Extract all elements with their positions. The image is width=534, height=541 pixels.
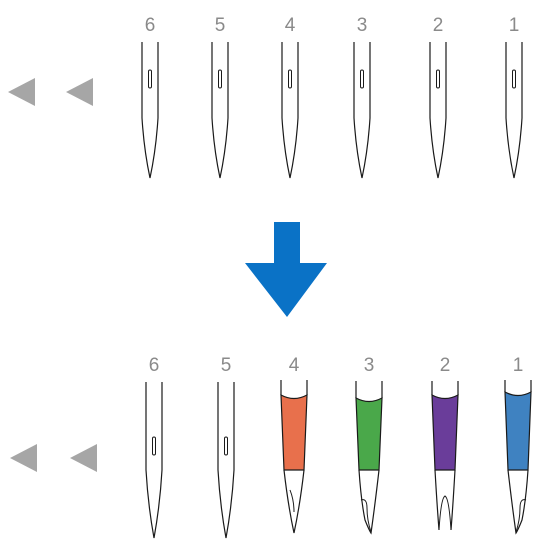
top-needle-labels: 6 5 4 3 2 1 (145, 15, 520, 36)
needle-5 (217, 382, 235, 539)
needle-6 (141, 42, 159, 179)
top-needles (141, 42, 523, 179)
left-arrow-icon (8, 78, 35, 106)
needle-1 (505, 42, 523, 179)
needle-label: 2 (433, 15, 444, 36)
left-arrow-icon (66, 78, 93, 106)
needle-label: 1 (509, 15, 520, 36)
needle-label: 3 (364, 355, 375, 376)
needle-label: 6 (145, 15, 156, 36)
bottom-needles (145, 380, 532, 539)
needle-1 (504, 380, 532, 535)
left-arrows-icon (10, 444, 97, 472)
needle-5 (211, 42, 229, 179)
needle-6 (145, 382, 163, 539)
needle-label: 2 (440, 355, 451, 376)
needle-3 (355, 381, 383, 535)
needle-2 (431, 381, 459, 531)
needle-2 (429, 42, 447, 179)
needle-label: 1 (513, 355, 524, 376)
needle-label: 5 (221, 355, 232, 376)
needle-label: 5 (215, 15, 226, 36)
needle-label: 4 (285, 15, 296, 36)
needle-4 (280, 380, 308, 534)
left-arrow-icon (10, 444, 37, 472)
bottom-needle-labels: 6 5 4 3 2 1 (149, 355, 524, 376)
needle-label: 4 (289, 355, 300, 376)
left-arrow-icon (70, 444, 97, 472)
left-arrows-icon (8, 78, 93, 106)
down-arrow-icon (245, 222, 327, 317)
needle-4 (281, 42, 299, 179)
needle-label: 6 (149, 355, 160, 376)
needle-3 (353, 42, 371, 179)
needle-label: 3 (357, 15, 368, 36)
